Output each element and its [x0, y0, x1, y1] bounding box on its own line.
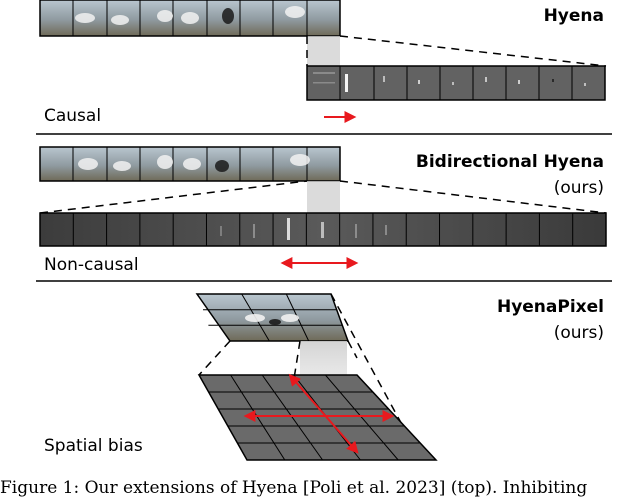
pixel-bird-shapes	[245, 314, 299, 325]
non-causal-label: Non-causal	[44, 255, 139, 275]
hyena-output-patches	[339, 66, 573, 100]
bidirectional-panel	[36, 146, 612, 282]
pixel-dash-right	[330, 293, 407, 433]
bi-input-patches	[72, 147, 308, 181]
hyenapixel-panel	[195, 293, 438, 461]
bi-output-patches	[72, 213, 574, 246]
pixel-dash-left	[198, 340, 231, 376]
pixel-input-grid	[195, 293, 350, 342]
hyena-output-spots	[313, 72, 586, 92]
hyenapixel-title: HyenaPixel	[496, 297, 604, 317]
bi-bird-shapes	[78, 154, 310, 172]
hyena-panel	[36, 0, 612, 135]
hyena-highlight	[307, 36, 340, 66]
spatial-bias-label: Spatial bias	[44, 436, 143, 456]
bi-dash-left	[39, 180, 308, 214]
causal-label: Causal	[44, 106, 102, 126]
hyena-output-strip	[306, 65, 606, 101]
hyena-input-patches	[72, 0, 308, 36]
spatial-arrow-vertical	[288, 373, 359, 454]
bi-highlight	[307, 181, 340, 213]
pixel-dash-mid2	[347, 340, 358, 359]
hyena-dash-right	[339, 35, 607, 67]
hyena-title: Hyena	[543, 6, 604, 26]
pixel-output-grid	[197, 374, 438, 461]
figure-caption: Figure 1: Our extensions of Hyena [Poli …	[0, 478, 588, 498]
bi-dash-right	[339, 180, 607, 214]
bidirectional-title: Bidirectional Hyena	[415, 152, 604, 172]
hyena-bird-shapes	[75, 6, 305, 25]
bi-output-spots	[220, 218, 387, 240]
bidirectional-subtitle: (ours)	[553, 178, 604, 198]
hyenapixel-subtitle: (ours)	[553, 323, 604, 343]
